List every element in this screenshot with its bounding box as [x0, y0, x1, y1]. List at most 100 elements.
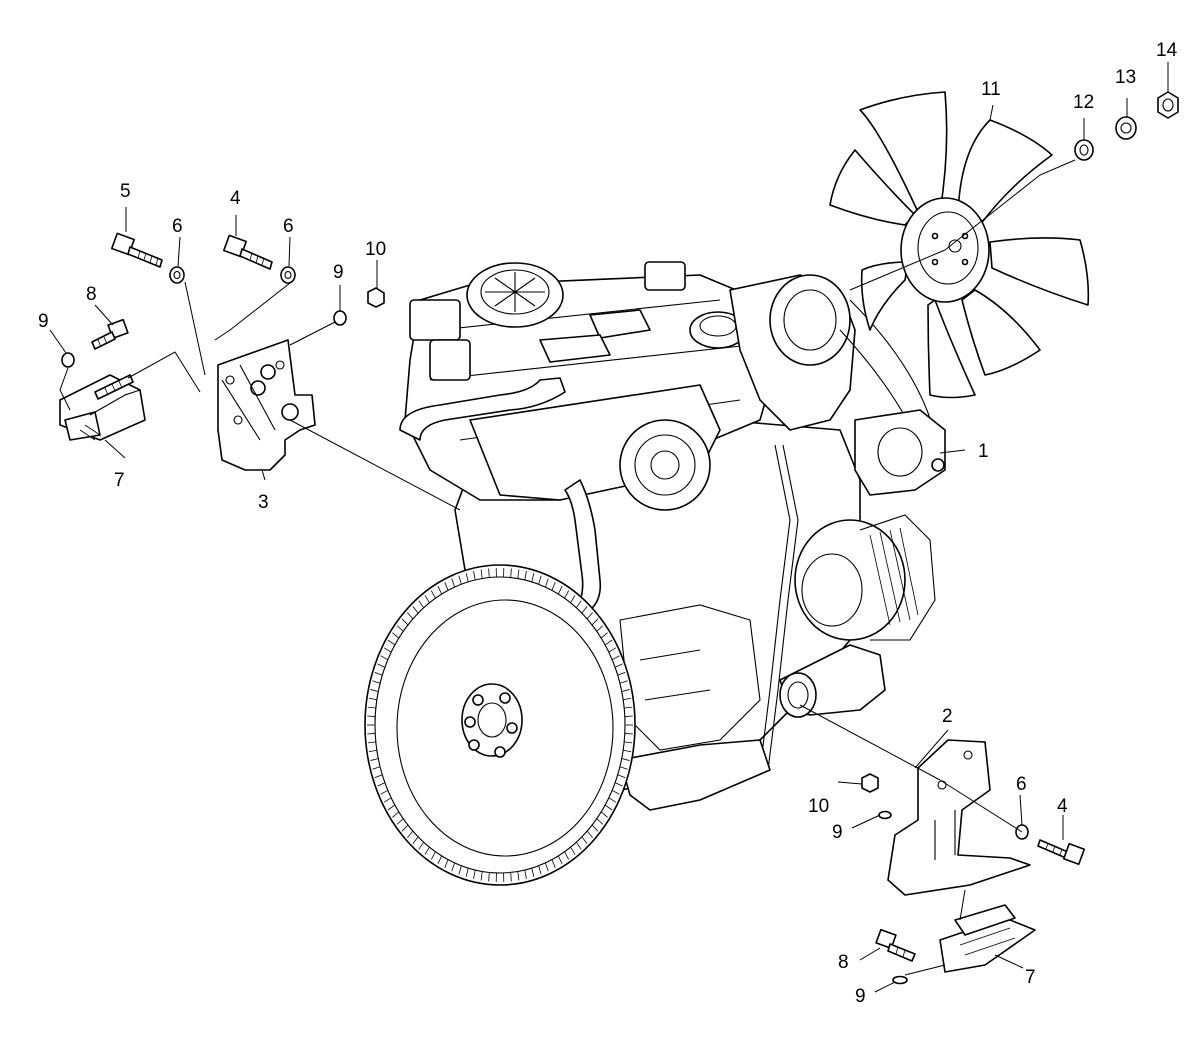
ring-gear-tooth — [617, 774, 626, 779]
callout-6: 6 — [172, 216, 183, 237]
callout-6: 6 — [283, 216, 294, 237]
ring-gear-tooth — [401, 618, 409, 626]
ring-gear-tooth — [564, 851, 570, 860]
ring-gear-tooth — [557, 585, 563, 595]
ring-gear-tooth — [570, 846, 576, 855]
ring-gear-tooth — [619, 680, 628, 684]
callout-12: 12 — [1073, 92, 1094, 113]
washer-9-upper — [333, 310, 347, 326]
callout-10: 10 — [365, 239, 386, 260]
fan-washer — [1074, 139, 1094, 161]
ring-gear-tooth — [551, 582, 556, 591]
ring-gear-tooth — [624, 741, 633, 744]
ring-gear-tooth — [380, 789, 389, 795]
ring-gear-tooth — [557, 855, 563, 865]
ring-gear-tooth — [510, 872, 512, 882]
ring-gear-tooth — [576, 600, 582, 609]
ring-gear-tooth — [412, 606, 419, 614]
callout-8: 8 — [86, 284, 97, 305]
ring-gear-tooth — [510, 568, 512, 578]
ring-gear-tooth — [488, 872, 490, 882]
ring-gear-tooth — [465, 868, 469, 877]
ring-gear-tooth — [407, 612, 414, 620]
ring-gear-tooth — [367, 706, 376, 709]
engine-assembly — [364, 261, 946, 886]
ring-gear-tooth — [538, 865, 542, 875]
callout-2: 2 — [942, 706, 953, 727]
ring-gear-tooth — [517, 871, 520, 881]
ring-gear-tooth — [372, 766, 381, 770]
bolt-4-lower — [1037, 839, 1086, 866]
callout-4: 4 — [1057, 796, 1068, 817]
ring-gear-tooth — [383, 797, 392, 803]
ring-gear-tooth — [614, 663, 623, 668]
callout-7: 7 — [1025, 967, 1036, 988]
ring-gear-tooth — [451, 862, 456, 872]
ring-gear-tooth — [624, 715, 633, 717]
ring-gear-tooth — [424, 595, 430, 604]
callout-8: 8 — [838, 952, 849, 973]
nut-10-upper — [367, 287, 385, 308]
ring-gear-tooth — [387, 804, 396, 811]
callout-11: 11 — [981, 79, 1001, 100]
ring-gear-tooth — [407, 830, 414, 838]
callout-4: 4 — [230, 188, 241, 209]
ring-gear-tooth — [591, 618, 599, 626]
bolt-4-upper — [223, 234, 273, 270]
ring-gear-tooth — [418, 841, 424, 850]
ring-gear-tooth — [401, 824, 409, 832]
ring-gear-tooth — [608, 647, 617, 653]
ring-gear-tooth — [538, 575, 542, 585]
washer-9-right — [878, 810, 892, 820]
leader-lines — [49, 62, 1169, 993]
ring-gear-tooth — [444, 859, 449, 868]
callout-13: 13 — [1115, 67, 1136, 88]
ring-gear-tooth — [517, 569, 520, 579]
ring-gear-tooth — [374, 774, 383, 779]
callout-1: 1 — [978, 441, 989, 462]
ring-gear-tooth — [374, 671, 383, 676]
left-mount-rubber — [59, 374, 146, 441]
ring-gear-tooth — [458, 865, 462, 875]
ring-gear-tooth — [604, 639, 613, 646]
ring-gear-tooth — [531, 573, 535, 582]
ring-gear-tooth — [591, 824, 599, 832]
ring-gear-tooth — [392, 632, 400, 639]
washer-9-left — [61, 352, 75, 368]
ring-gear-tooth — [623, 749, 632, 753]
ring-gear-tooth — [473, 571, 476, 581]
callout-9: 9 — [38, 311, 49, 332]
ring-gear-tooth — [451, 578, 456, 588]
ring-gear-tooth — [586, 830, 593, 838]
ring-gear-tooth — [387, 639, 396, 646]
ring-gear-tooth — [619, 766, 628, 770]
ring-gear-tooth — [412, 836, 419, 844]
ring-gear-tooth — [596, 625, 604, 632]
bolt-8-lower — [875, 928, 916, 962]
washer-6-left — [169, 266, 185, 284]
washer-9-lower — [892, 975, 908, 985]
cooling-fan — [829, 91, 1090, 399]
ring-gear-tooth — [551, 859, 556, 868]
ring-gear-tooth — [473, 869, 476, 879]
ring-gear-tooth — [544, 578, 549, 588]
ring-gear-tooth — [624, 706, 633, 709]
ring-gear-tooth — [524, 571, 527, 581]
ring-gear-tooth — [437, 585, 443, 595]
ring-gear-tooth — [380, 655, 389, 661]
ring-gear-tooth — [424, 846, 430, 855]
nut-10-lower — [861, 773, 879, 793]
ring-gear-tooth — [600, 811, 608, 818]
callout-5: 5 — [120, 181, 131, 202]
callout-9: 9 — [855, 986, 866, 1007]
ring-gear-tooth — [370, 689, 379, 692]
ring-gear-tooth — [480, 871, 483, 881]
ring-gear-tooth — [480, 569, 483, 579]
flywheel — [364, 564, 636, 886]
ring-gear-tooth — [383, 647, 392, 653]
ring-gear-tooth — [621, 689, 630, 692]
bolt-8-left — [91, 318, 129, 350]
ring-gear-tooth — [488, 568, 490, 578]
callout-labels: 1 2 3 4 4 5 6 6 6 7 7 8 8 9 9 9 9 10 10 … — [38, 40, 1178, 1007]
ring-gear-tooth — [396, 818, 404, 825]
